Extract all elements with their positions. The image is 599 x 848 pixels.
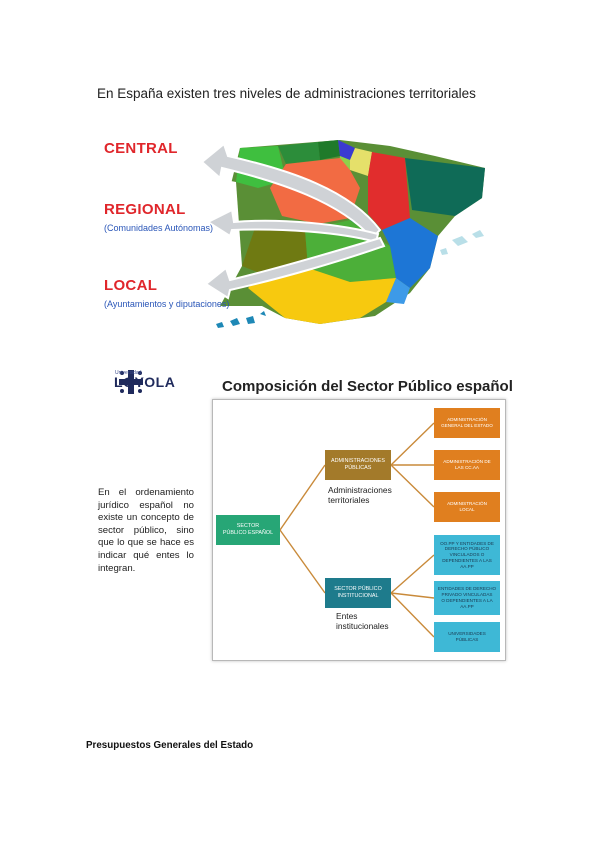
composition-title: Composición del Sector Público español	[222, 378, 513, 395]
box-line: ADMINISTRACIÓN	[447, 417, 487, 422]
region-murcia	[386, 278, 410, 304]
balearic-islands	[440, 230, 484, 255]
box-line: SECTOR PÚBLICO	[334, 586, 382, 592]
section-heading-presupuestos: Presupuestos Generales del Estado	[86, 740, 254, 751]
box-line: UNIVERSIDADES	[448, 631, 486, 636]
canary-islands	[216, 311, 266, 328]
logo-university-text: Universidad	[115, 370, 142, 376]
box-entidades-derecho-privado: ENTIDADES DE DERECHO PRIVADO VINCULADAS …	[434, 581, 500, 615]
box-line: DEPENDIENTES A LAS	[442, 557, 492, 563]
box-line: AA.PP	[460, 563, 474, 569]
box-line: DERECHO PÚBLICO	[444, 546, 490, 552]
box-line: O DEPENDIENTES A LA	[441, 598, 493, 603]
arrow-local	[204, 236, 386, 300]
diagram-connectors	[279, 422, 435, 638]
level-regional: REGIONAL	[104, 201, 186, 218]
composition-description: En el ordenamiento jurídico español no e…	[98, 487, 194, 574]
level-central: CENTRAL	[104, 140, 178, 157]
connector-spi-c3	[390, 592, 435, 638]
box-line: AA.PP	[460, 603, 474, 609]
connector-spi-c2	[390, 592, 435, 599]
region-cataluna	[405, 158, 485, 216]
box-line: PÚBLICAS	[455, 637, 479, 642]
level-regional-sub: (Comunidades Autónomas)	[104, 223, 214, 233]
box-line: ADMINISTRACIONES	[331, 458, 385, 464]
connector-ap-o3	[390, 464, 435, 508]
box-line: LAS CC.AA	[454, 465, 479, 470]
logo-name: LOYOLA	[114, 374, 176, 390]
connector-root-spi	[279, 529, 326, 594]
caption-line: Administraciones	[328, 485, 392, 495]
map-title: En España existen tres niveles de admini…	[97, 86, 476, 101]
box-line: PÚBLICAS	[344, 465, 372, 471]
box-line: ADMINISTRACIÓN	[447, 501, 487, 506]
caption-line: territoriales	[328, 495, 370, 505]
arrow-central	[200, 142, 382, 240]
box-line: ENTIDADES DE DERECHO	[437, 586, 497, 592]
spain-map	[200, 140, 485, 328]
region-andalucia	[248, 268, 396, 324]
caption-line: institucionales	[336, 621, 389, 631]
box-oopp-entidades-derecho-publico: OO.PP Y ENTIDADES DE DERECHO PÚBLICO VIN…	[434, 535, 500, 575]
caption-line: Entes	[336, 611, 358, 621]
box-line: ADMINISTRACIÓN DE	[443, 459, 491, 464]
level-arrows	[200, 142, 386, 300]
box-line: OO.PP Y ENTIDADES DE	[440, 540, 494, 546]
region-valencia	[382, 218, 438, 288]
connector-root-ap	[279, 464, 326, 531]
diagram-frame	[212, 399, 506, 661]
box-line: INSTITUCIONAL	[337, 593, 379, 599]
region-extremadura	[242, 228, 308, 274]
region-pais-vasco	[338, 140, 355, 160]
region-aragon	[368, 152, 410, 230]
box-line: PRIVADO VINCULADAS	[441, 592, 493, 598]
box-line: PÚBLICO ESPAÑOL	[222, 530, 274, 536]
level-local: LOCAL	[104, 277, 158, 294]
box-line: LOCAL	[459, 507, 475, 512]
region-navarra	[350, 148, 372, 176]
region-north	[278, 142, 320, 164]
box-line: VINCULADOS O	[449, 552, 485, 558]
box-line: GENERAL DEL ESTADO	[441, 423, 493, 428]
caption-administraciones-territoriales: Administraciones territoriales	[328, 485, 408, 505]
region-cantabria	[318, 140, 340, 160]
caption-entes-institucionales: Entes institucionales	[336, 611, 406, 631]
box-line: SECTOR	[236, 523, 260, 529]
connector-ap-o1	[390, 422, 435, 466]
arrow-regional	[205, 208, 380, 244]
loyola-logo-icon	[119, 370, 143, 394]
connector-spi-c1	[390, 554, 435, 594]
level-local-sub: (Ayuntamientos y diputaciones)	[104, 299, 230, 309]
